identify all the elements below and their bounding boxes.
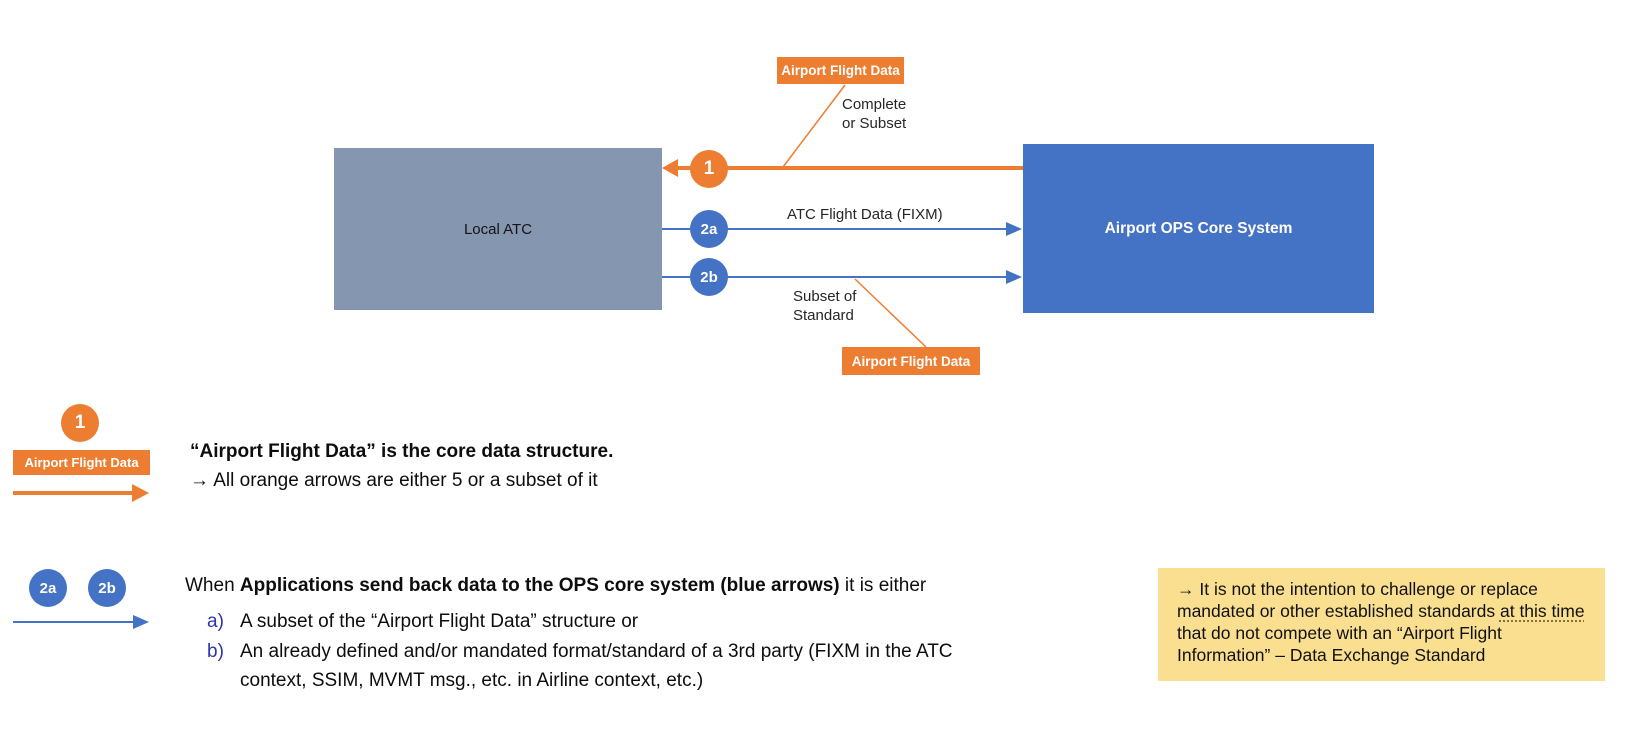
legend-blue-arrow — [13, 615, 149, 629]
leader-line-top — [782, 84, 846, 168]
blue-intro-post: it is either — [839, 575, 927, 596]
blue-arrows-note-intro: When Applications send back data to the … — [185, 571, 1085, 600]
orange-note-subline: → All orange arrows are either 5 or a su… — [190, 470, 598, 491]
airport-ops-core-system-box: Airport OPS Core System — [1023, 144, 1374, 313]
yellow-callout-note: → It is not the intention to challenge o… — [1158, 568, 1605, 681]
list-item-b-marker: b) — [207, 641, 224, 662]
or-subset-line: or Subset — [842, 115, 907, 132]
airport-ops-core-system-label: Airport OPS Core System — [1104, 219, 1293, 237]
legend-badge-2a: 2a — [29, 569, 67, 607]
blue-intro-bold: Applications send back data to the OPS c… — [239, 575, 840, 596]
legend-airport-flight-data-tag: Airport Flight Data — [13, 450, 150, 475]
atc-flight-data-fixm-label: ATC Flight Data (FIXM) — [787, 206, 943, 223]
list-item-a-marker: a) — [207, 611, 224, 632]
list-item-b: b) An already defined and/or mandated fo… — [207, 637, 958, 695]
list-item-b-text: An already defined and/or mandated forma… — [240, 641, 953, 691]
legend-airport-flight-data-label: Airport Flight Data — [24, 455, 139, 470]
legend-badge-1: 1 — [61, 404, 99, 442]
orange-note-heading: “Airport Flight Data” is the core data s… — [190, 437, 613, 466]
complete-or-subset-note: Complete or Subset — [842, 95, 906, 133]
orange-note-heading-text: “Airport Flight Data” is the core data s… — [190, 441, 614, 462]
airport-flight-data-tag-top-label: Airport Flight Data — [781, 63, 900, 78]
legend-badge-2b: 2b — [88, 569, 126, 607]
callout-underlined: at this time — [1499, 601, 1585, 621]
legend-orange-arrow — [13, 484, 149, 502]
local-atc-label: Local ATC — [463, 220, 533, 238]
subset-of-line: Subset of — [793, 288, 857, 305]
callout-post: that do not compete with an “Airport Fli… — [1177, 623, 1502, 665]
airport-flight-data-tag-bottom: Airport Flight Data — [842, 347, 980, 375]
list-item-a: a) A subset of the “Airport Flight Data”… — [207, 607, 638, 636]
leader-line-bottom — [854, 278, 927, 348]
airport-flight-data-tag-top: Airport Flight Data — [777, 57, 904, 84]
list-item-a-text: A subset of the “Airport Flight Data” st… — [240, 611, 639, 632]
blue-intro-pre: When — [185, 575, 240, 596]
airport-flight-data-tag-bottom-label: Airport Flight Data — [851, 353, 971, 369]
badge-1: 1 — [690, 150, 728, 188]
standard-line: Standard — [793, 307, 854, 324]
local-atc-box: Local ATC — [334, 148, 662, 310]
badge-2b: 2b — [690, 258, 728, 296]
subset-of-standard-note: Subset of Standard — [793, 287, 856, 325]
orange-arrows-note: “Airport Flight Data” is the core data s… — [190, 437, 613, 495]
badge-2a: 2a — [690, 210, 728, 248]
complete-line: Complete — [842, 96, 907, 113]
callout-pre: → It is not the intention to challenge o… — [1177, 579, 1538, 621]
